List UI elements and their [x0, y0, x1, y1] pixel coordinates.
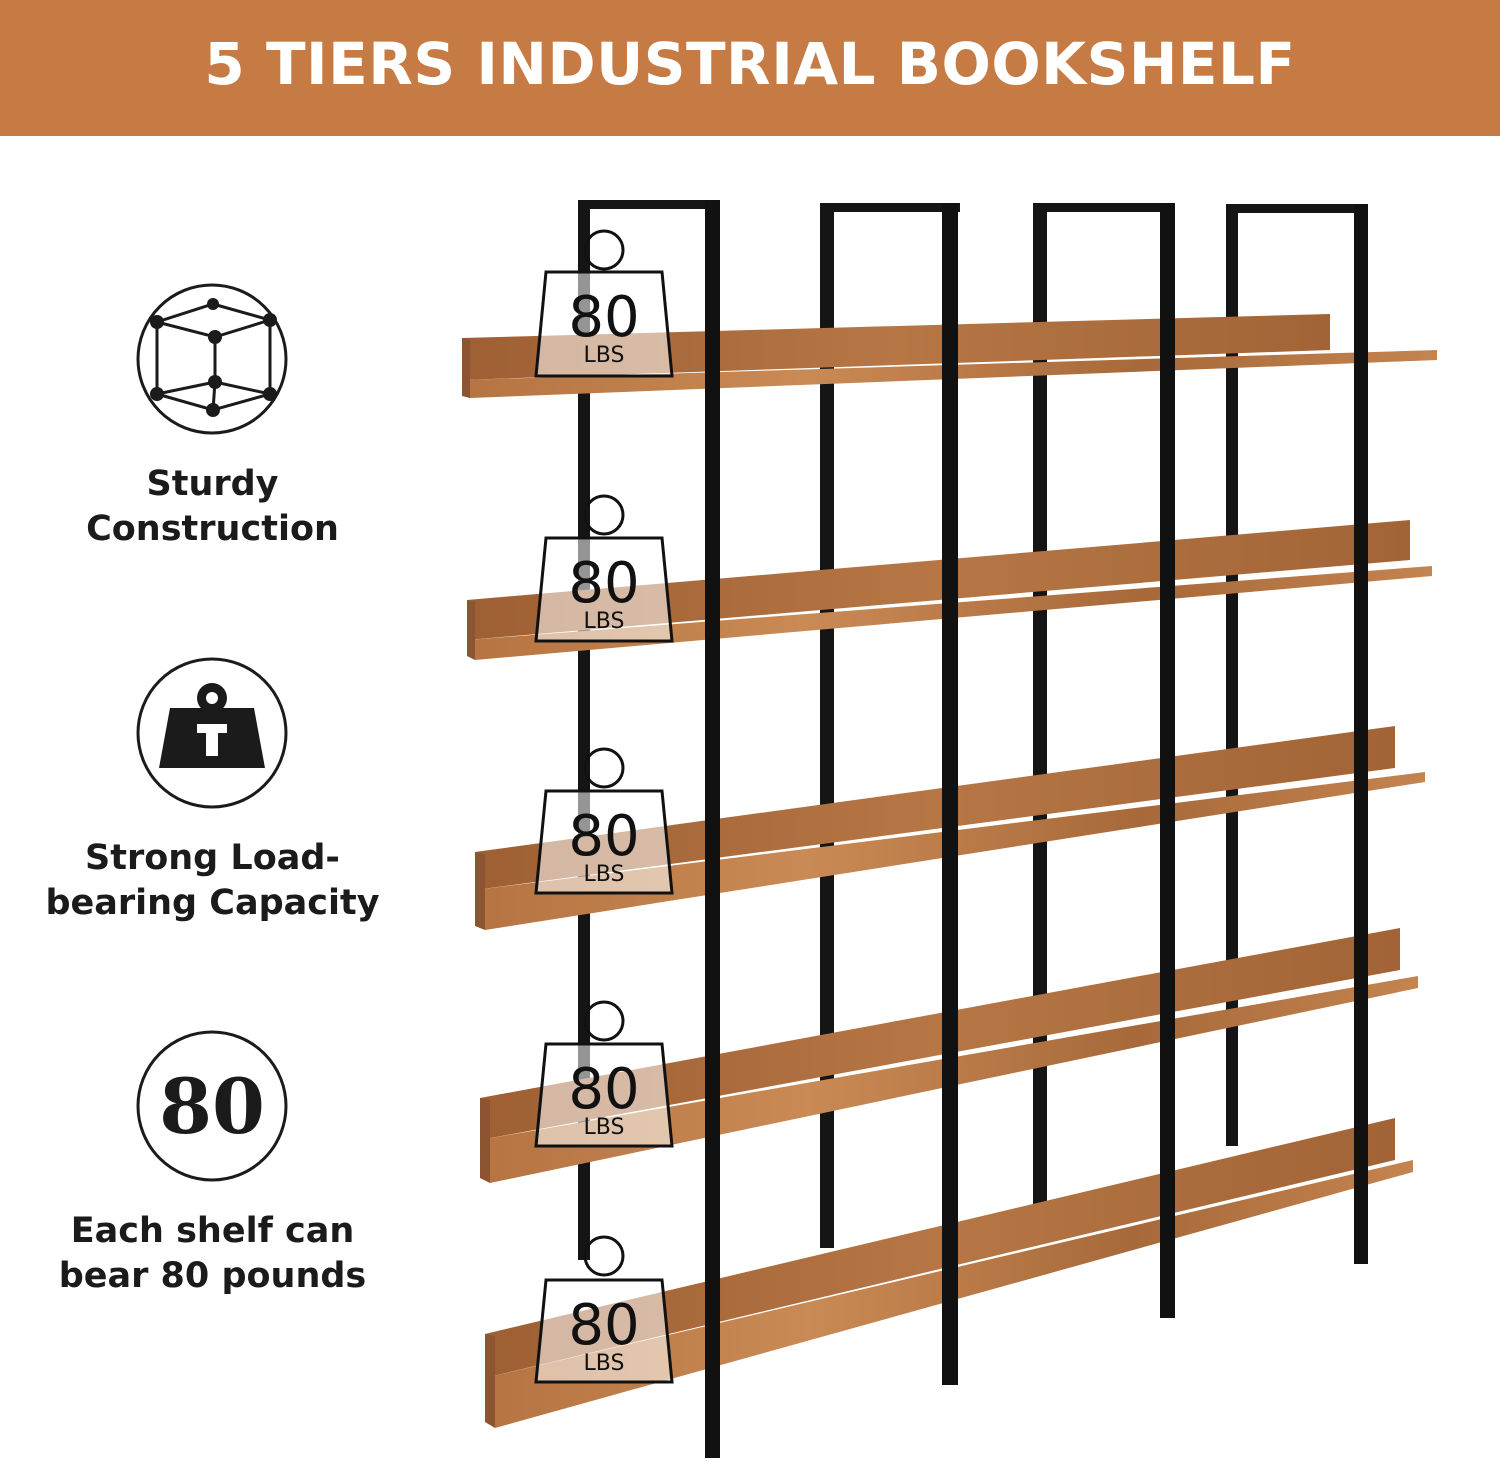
80-badge-icon: 80: [136, 1030, 288, 1182]
weight-icon: [136, 657, 288, 809]
weight-tag: 80 LBS: [534, 747, 674, 895]
weight-tag-value: 80: [568, 804, 639, 869]
weight-tag-value: 80: [568, 1293, 639, 1358]
weight-tag-value: 80: [568, 551, 639, 616]
badge-number: 80: [159, 1062, 265, 1151]
feature-label-line: bearing Capacity: [45, 883, 380, 923]
back-frame: [578, 200, 1366, 1260]
cube-structure-icon: [136, 283, 288, 435]
feature-label-line: Sturdy: [146, 464, 279, 504]
weight-tag-unit: LBS: [584, 862, 625, 887]
header-banner: 5 TIERS INDUSTRIAL BOOKSHELF: [0, 0, 1500, 136]
feature-label-line: Construction: [86, 509, 339, 549]
page-title: 5 TIERS INDUSTRIAL BOOKSHELF: [204, 30, 1296, 98]
weight-tag-unit: LBS: [584, 1351, 625, 1376]
feature-label: Sturdy Construction: [0, 462, 425, 552]
feature-label: Strong Load- bearing Capacity: [0, 836, 425, 926]
weight-tag-value: 80: [568, 1057, 639, 1122]
bookshelf-image: 80 LBS 80 LBS 80 LBS 80 LBS 80 LBS: [462, 200, 1437, 1458]
weight-tag-unit: LBS: [584, 609, 625, 634]
front-frame: [705, 200, 1368, 1458]
weight-tag: 80 LBS: [534, 494, 674, 643]
weight-tag-unit: LBS: [584, 343, 625, 368]
feature-label-line: Strong Load-: [85, 838, 340, 878]
weight-tag-value: 80: [568, 285, 639, 350]
feature-label-line: bear 80 pounds: [58, 1256, 367, 1296]
weight-tag: 80 LBS: [534, 1000, 674, 1148]
feature-label-line: Each shelf can: [70, 1211, 355, 1251]
weight-tag: 80 LBS: [534, 1235, 674, 1384]
weight-tag-unit: LBS: [584, 1115, 625, 1140]
feature-label: Each shelf can bear 80 pounds: [0, 1209, 425, 1299]
weight-tag: 80 LBS: [534, 229, 674, 378]
